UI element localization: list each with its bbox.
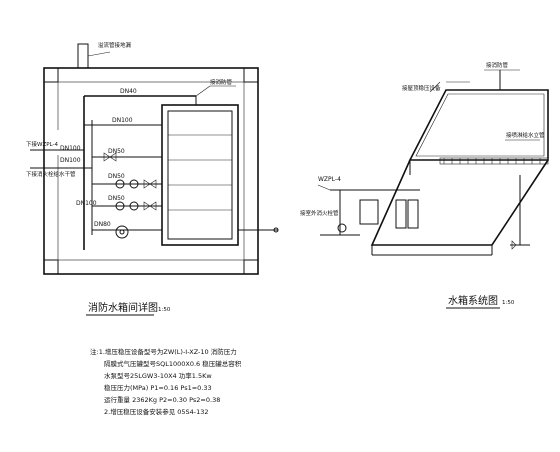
label-dn80: DN80 <box>94 221 111 228</box>
label-top-b: 接消防管 <box>486 61 509 69</box>
label-dn50-a: DN50 <box>108 148 125 155</box>
label-left-b: 接室外消火栓管 <box>300 209 339 217</box>
left-view-title: 消防水箱间详图 <box>88 301 158 314</box>
right-labels: 接屋顶稳压设备 接消防管 接喷淋给水立管 WZPL-4 接室外消火栓管 水箱系统… <box>300 61 545 309</box>
note-line-6: 2.增压稳压设备安装参见 05S4-132 <box>104 407 209 416</box>
label-make-up: 下接WZPL-4 <box>26 140 58 148</box>
notes-block: 注:1.增压稳压设备型号为ZW(L)-I-XZ-10 消防压力 隔膜式气压罐型号… <box>90 347 242 416</box>
label-dn100-c: DN100 <box>60 157 81 164</box>
label-top-a: 接屋顶稳压设备 <box>402 84 441 92</box>
note-line-3: 水泵型号25LGW3-10X4 功率1.5Kw <box>104 371 212 380</box>
label-top-pipe: 接消防管 <box>210 78 233 86</box>
label-right-side: 接喷淋给水立管 <box>506 131 545 139</box>
note-line-1: 注:1.增压稳压设备型号为ZW(L)-I-XZ-10 消防压力 <box>90 347 237 356</box>
label-dn50-c: DN50 <box>108 195 125 202</box>
left-room-plan <box>30 43 279 275</box>
right-view-title: 水箱系统图 <box>448 294 498 307</box>
right-isometric-tank <box>317 69 549 256</box>
note-line-4: 稳压压力(MPa) P1=0.16 Ps1=0.33 <box>104 383 212 392</box>
left-view-scale: 1:50 <box>158 307 171 313</box>
label-dn100-b: DN100 <box>60 145 81 152</box>
label-overflow-pipe: 溢流管接地漏 <box>98 41 132 49</box>
label-left-a: WZPL-4 <box>318 176 341 183</box>
right-view-scale: 1:50 <box>502 300 515 306</box>
label-dn50-b: DN50 <box>108 173 125 180</box>
label-dn100-d: DN100 <box>76 200 97 207</box>
label-dn40: DN40 <box>120 88 137 95</box>
left-labels: 溢流管接地漏 接消防管 下接WZPL-4 下接消火栓给水干管 DN40 DN10… <box>26 41 233 316</box>
note-line-5: 运行重量 2362Kg P2=0.30 Ps2=0.38 <box>104 395 220 404</box>
note-line-2: 隔膜式气压罐型号SQL1000X0.6 稳压罐总容积 <box>104 359 242 368</box>
label-left-side: 下接消火栓给水干管 <box>26 170 76 178</box>
label-dn100-a: DN100 <box>112 117 133 124</box>
